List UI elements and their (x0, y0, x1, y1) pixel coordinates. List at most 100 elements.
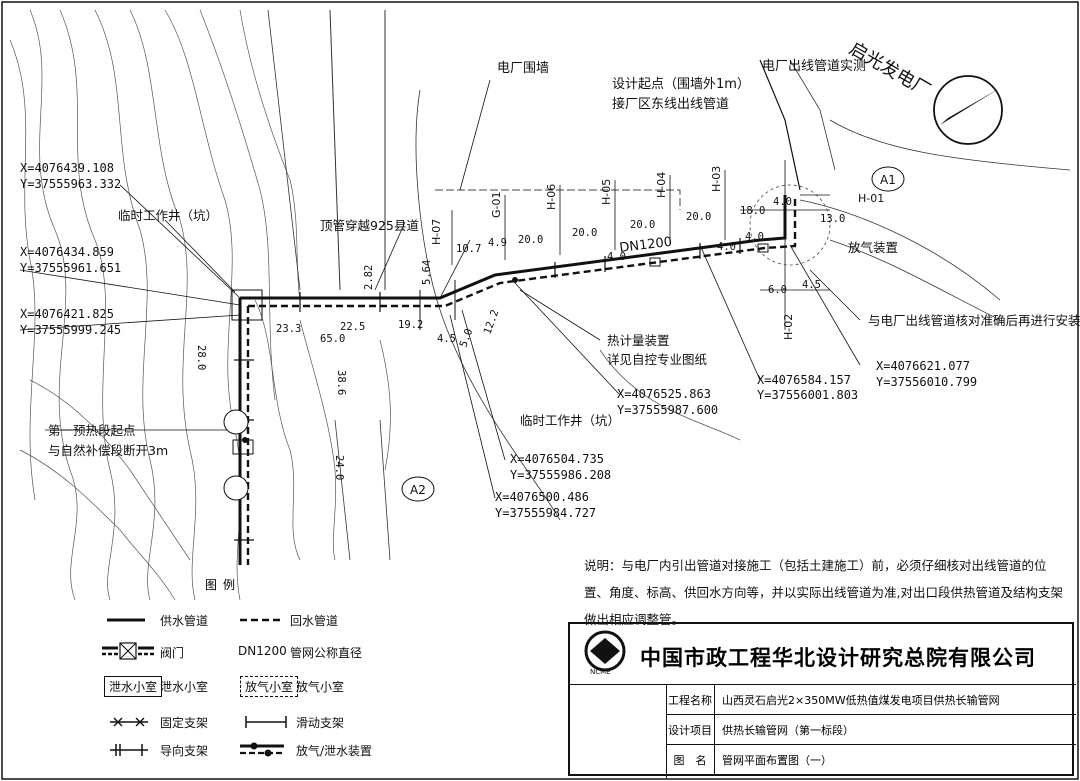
dimension-text: 4.0 (745, 231, 764, 243)
temp-pit-top-label: 临时工作井（坑） (118, 208, 218, 223)
company-name: 中国市政工程华北设计研究总院有限公司 (640, 646, 1036, 670)
station-label: H-05 (600, 179, 613, 205)
title-block: NCME 中国市政工程华北设计研究总院有限公司 工程名称 山西灵石启光2×350… (568, 622, 1076, 778)
legend-supply-label: 供水管道 (160, 614, 209, 628)
dimension-text: 13.0 (820, 213, 845, 225)
temp-pit-bottom-label: 临时工作井（坑） (520, 413, 620, 428)
station-label: H-03 (710, 166, 723, 192)
coordinate-callouts: X=4076439.108 Y=37555963.332 X=4076434.8… (20, 161, 977, 520)
legend-vent-label: 放气小室 (296, 680, 345, 694)
north-arrow (933, 75, 1003, 145)
legend-guide-symbol (110, 744, 148, 756)
project-value: 山西灵石启光2×350MW低热值煤发电项目供热长输管网 (722, 694, 1000, 707)
design-start-label: 设计起点（围墙外1m） (612, 77, 750, 92)
legend-vent-box: 放气小室 (240, 676, 299, 697)
dimension-text: 20.0 (686, 211, 711, 223)
design-start-sub-label: 接厂区东线出线管道 (612, 96, 729, 112)
dimension-text: 20.0 (572, 227, 597, 239)
dimension-text: 65.0 (320, 333, 345, 345)
coord-x: X=4076500.486 (495, 490, 589, 504)
design-value: 供热长输管网（第一标段） (722, 724, 854, 737)
design-row: 设计项目 供热长输管网（第一标段） (666, 714, 1076, 745)
section-marker-a2: A2 (401, 476, 435, 502)
legend-dn-desc: 管网公称直径 (290, 646, 363, 660)
coord-y: Y=37555999.245 (20, 323, 121, 337)
first-section-sub-label: 与自然补偿段断开3m (48, 443, 168, 458)
coord-y: Y=37555984.727 (495, 506, 596, 520)
jacking-pit-box (231, 289, 263, 321)
heat-meter-sub-label: 详见自控专业图纸 (607, 352, 708, 367)
coord-x: X=4076525.863 (617, 387, 711, 401)
legend-vent-drain-label: 放气/泄水装置 (296, 744, 373, 758)
dimension-text: 4.0 (773, 196, 792, 208)
design-label: 设计项目 (666, 715, 715, 745)
plant-wall-label: 电厂围墙 (497, 61, 549, 76)
dimension-text: 28.0 (195, 345, 207, 370)
legend-title: 图例 (205, 578, 242, 592)
plant-end-detail (740, 184, 831, 291)
plant-wall-region (435, 59, 1071, 321)
roads (267, 9, 741, 561)
verify-install-label: 与电厂出线管道核对准确后再进行安装 (868, 313, 1080, 328)
return-pipe (248, 195, 797, 308)
station-label: H-07 (430, 219, 443, 245)
dimension-text: 4.0 (607, 251, 626, 263)
terrain-contours (9, 9, 391, 601)
dimension-text: 20.0 (630, 219, 655, 231)
company-logo-icon: NCME (584, 630, 626, 676)
first-section-label: 第一预热段起点 (48, 423, 136, 438)
legend-return-label: 回水管道 (290, 614, 339, 628)
dimension-text: 23.3 (276, 323, 301, 335)
station-labels: H-07 G-01 H-06 H-05 H-04 H-03 H-02 H-01 (430, 166, 884, 340)
leader-lines (19, 79, 861, 499)
legend-guide-label: 导向支架 (160, 744, 209, 758)
station-label: G-01 (490, 192, 503, 219)
coord-x: X=4076504.735 (510, 452, 604, 466)
svg-text:NCME: NCME (590, 668, 611, 676)
heat-meter-label: 热计量装置 (607, 333, 670, 348)
title-block-header: NCME 中国市政工程华北设计研究总院有限公司 (570, 624, 1072, 685)
pipe-spec-label: DN1200 (619, 235, 673, 256)
dimension-text: 4.5 (802, 279, 821, 291)
coord-y: Y=37555986.208 (510, 468, 611, 482)
coord-x: X=4076621.077 (876, 359, 970, 373)
legend-sliding-symbol (245, 716, 287, 728)
legend-fixed-label: 固定支架 (160, 716, 209, 730)
station-label: H-02 (782, 314, 795, 340)
legend-drain-box: 泄水小室 (104, 676, 163, 697)
dimension-text: 18.0 (740, 205, 765, 217)
section-marker-a1: A1 (871, 166, 905, 192)
legend-drain-label: 泄水小室 (160, 680, 209, 694)
station-label: H-06 (545, 184, 558, 210)
drawing-value: 管网平面布置图（一） (722, 754, 832, 767)
legend-symbols (102, 618, 287, 757)
dimension-text: 4.0 (717, 241, 736, 253)
project-row: 工程名称 山西灵石启光2×350MW低热值煤发电项目供热长输管网 (666, 684, 1076, 715)
dimension-text: 12.2 (482, 308, 502, 336)
dimension-text: 22.5 (340, 321, 365, 333)
coord-x: X=4076434.859 (20, 245, 114, 259)
dimension-text: 5.64 (421, 260, 433, 285)
coord-y: Y=37555961.651 (20, 261, 121, 275)
legend-valve-label: 阀门 (160, 646, 185, 660)
dimension-text: 2.82 (363, 265, 375, 290)
drawing-label: 图 名 (666, 745, 715, 775)
svg-text:A1: A1 (880, 173, 896, 187)
coord-x: X=4076421.825 (20, 307, 114, 321)
legend-dn-symbol: DN1200 (238, 644, 287, 658)
legend-vent-drain-symbol (240, 742, 284, 757)
construction-note: 说明：与电厂内引出管道对接施工（包括土建施工）前，必须仔细核对出线管道的位置、角… (584, 558, 1063, 627)
drawing-row: 图 名 管网平面布置图（一） (666, 744, 1076, 775)
dimension-text: 19.2 (398, 319, 423, 331)
coord-y: Y=37555987.600 (617, 403, 718, 417)
coord-y: Y=37555963.332 (20, 177, 121, 191)
jacking-label: 顶管穿越925县道 (320, 218, 419, 233)
station-label: H-01 (858, 192, 884, 205)
dimension-texts: 20.0 20.0 20.0 20.0 18.0 13.0 4.0 4.0 4.… (195, 196, 845, 480)
coord-x: X=4076439.108 (20, 161, 114, 175)
coord-y: Y=37556001.803 (757, 388, 858, 402)
station-ticks (451, 160, 786, 330)
svg-text:A2: A2 (410, 483, 426, 497)
dimension-text: 38.6 (335, 370, 347, 395)
